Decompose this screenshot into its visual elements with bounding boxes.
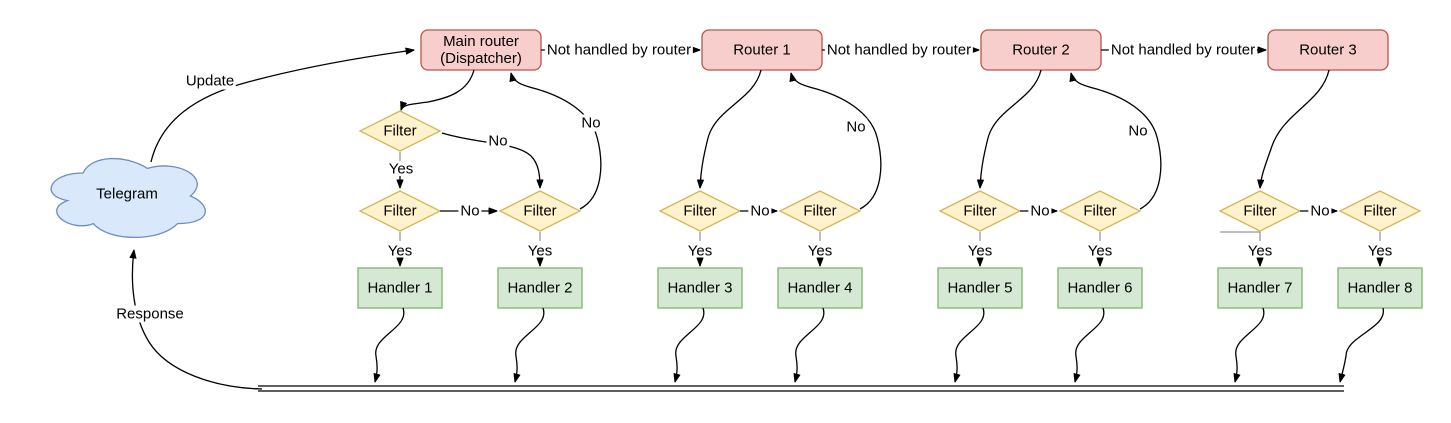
stub-filter-7 [1220, 231, 1261, 241]
edge-handler2-bus [513, 307, 545, 383]
edge-no-return-router2 [1069, 72, 1162, 210]
filter-diamond-main-left [358, 190, 442, 232]
handler-3-box [657, 267, 743, 309]
edge-handler4-bus [793, 307, 825, 383]
edge-router2-to-filter [976, 69, 1042, 189]
handler-7-box [1217, 267, 1303, 309]
handler-5-box [937, 267, 1023, 309]
edge-router1-to-filter [696, 69, 762, 189]
filter-diamond-main-top [358, 110, 442, 152]
edge-handler6-bus [1073, 307, 1105, 383]
edge-router3-to-filter [1257, 69, 1330, 189]
edge-handler3-bus [673, 307, 705, 383]
router-2-box [980, 29, 1102, 71]
edge-handler5-bus [953, 307, 985, 383]
filter-diamond-r2-right [1058, 190, 1142, 232]
handler-6-box [1057, 267, 1143, 309]
edge-update [150, 47, 415, 163]
edge-main-to-filter [400, 69, 475, 111]
edge-no-return-main [509, 72, 602, 210]
handler-1-box [357, 267, 443, 309]
handler-4-box [777, 267, 863, 309]
router-1-box [701, 29, 823, 71]
router-3-box [1267, 29, 1389, 71]
filter-diamond-r2-left [938, 190, 1022, 232]
filter-diamond-r1-left [658, 190, 742, 232]
handler-2-box [497, 267, 583, 309]
filter-diamond-r1-right [778, 190, 862, 232]
filter-diamond-r3-left [1218, 190, 1302, 232]
telegram-cloud-shape [50, 157, 206, 238]
filter-diamond-r3-right [1338, 190, 1422, 232]
main-router-box [420, 29, 542, 71]
filter-diamond-main-right [498, 190, 582, 232]
edge-handler1-bus [373, 307, 405, 383]
edge-filter-top-no-curve [441, 132, 544, 189]
edge-no-return-router1 [789, 72, 882, 210]
edge-response [129, 249, 263, 390]
handler-8-box [1337, 267, 1423, 309]
edge-handler8-bus [1338, 307, 1384, 383]
edge-handler7-bus [1233, 307, 1265, 383]
